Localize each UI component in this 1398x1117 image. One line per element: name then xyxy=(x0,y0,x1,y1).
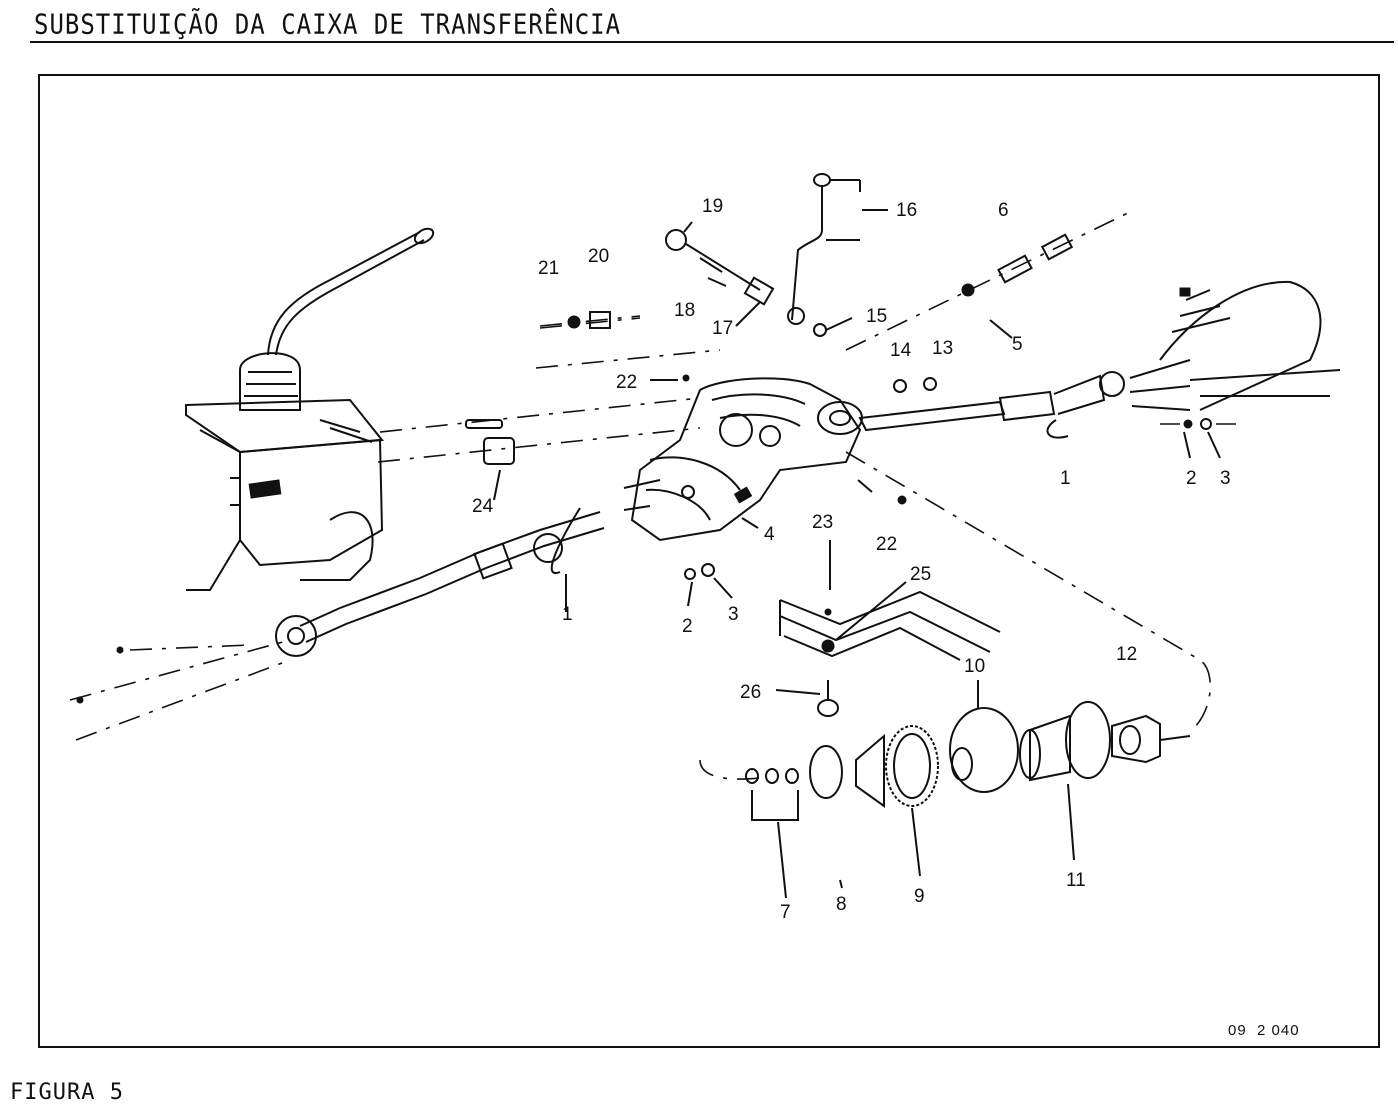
part-label: 22 xyxy=(616,372,637,393)
output-assembly xyxy=(745,701,1191,821)
rear-propeller-shaft xyxy=(858,359,1191,439)
part-label: 8 xyxy=(836,894,847,915)
part-label: 13 xyxy=(932,338,953,359)
title-underline xyxy=(30,41,1394,43)
front-propeller-shaft xyxy=(275,507,605,657)
leader-lines xyxy=(493,209,1221,899)
part-label: 4 xyxy=(764,524,775,545)
part-label: 10 xyxy=(964,656,985,677)
transfer-case xyxy=(623,377,863,542)
part-label: 21 xyxy=(538,258,559,279)
part-labels: 1 1 2 2 3 3 4 5 6 7 8 9 10 11 12 13 14 1… xyxy=(472,196,1231,923)
figure-caption: FIGURA 5 xyxy=(10,1080,124,1105)
figure-frame xyxy=(38,74,1380,1048)
part-label: 5 xyxy=(1012,334,1023,355)
page-title: SUBSTITUIÇÃO DA CAIXA DE TRANSFERÊNCIA xyxy=(34,8,622,41)
part-label: 7 xyxy=(780,902,791,923)
part-label: 23 xyxy=(812,512,833,533)
part-label: 2 xyxy=(1186,468,1197,489)
part-label: 19 xyxy=(702,196,723,217)
part-label: 18 xyxy=(674,300,695,321)
part-label: 1 xyxy=(562,604,573,625)
part-label: 11 xyxy=(1066,870,1086,891)
part-label: 20 xyxy=(588,246,609,267)
part-label: 26 xyxy=(740,682,761,703)
front-axle-sketch xyxy=(69,639,291,741)
part-label: 17 xyxy=(712,318,733,339)
figure-code: 09 2 040 xyxy=(1228,1022,1300,1039)
part-label: 12 xyxy=(1116,644,1137,665)
part-label: 16 xyxy=(896,200,917,221)
part-label: 15 xyxy=(866,306,887,327)
part-label: 3 xyxy=(728,604,739,625)
gearbox-assembly xyxy=(185,227,435,591)
part-label: 22 xyxy=(876,534,897,555)
hardware-parts xyxy=(465,173,1212,580)
part-label: 24 xyxy=(472,496,494,517)
part-label: 9 xyxy=(914,886,925,907)
part-label: 25 xyxy=(910,564,931,585)
part-label: 14 xyxy=(890,340,912,361)
alignment-lines xyxy=(377,211,1236,780)
part-label: 1 xyxy=(1060,468,1071,489)
part-label: 3 xyxy=(1220,468,1231,489)
crossmember xyxy=(779,590,1001,717)
part-label: 2 xyxy=(682,616,693,637)
part-label: 6 xyxy=(998,200,1009,221)
rear-axle-sketch xyxy=(1159,280,1341,411)
